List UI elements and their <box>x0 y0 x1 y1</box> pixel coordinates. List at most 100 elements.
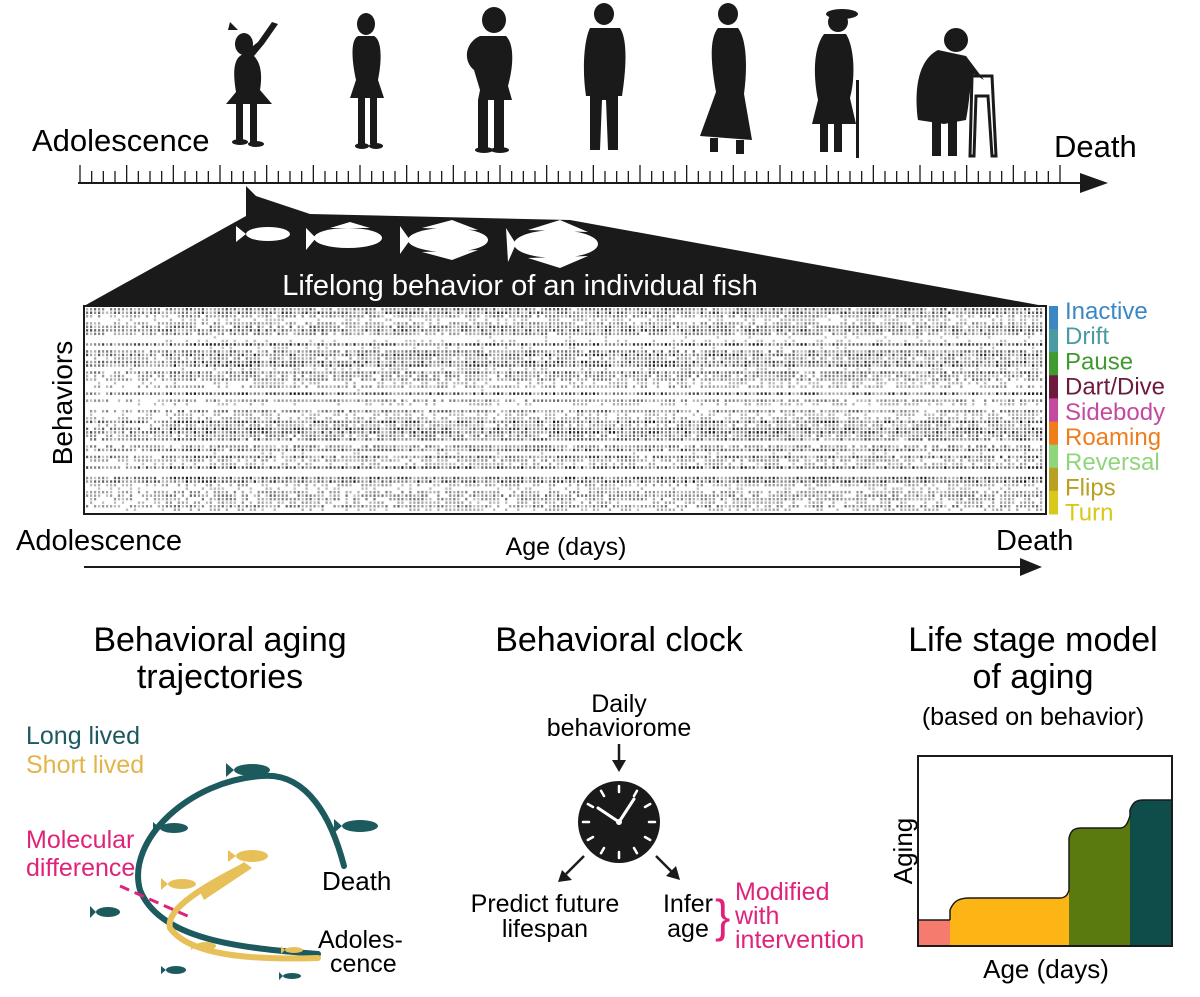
heatmap-cell <box>125 308 129 311</box>
heatmap-cell <box>401 353 404 357</box>
heatmap-cell <box>984 322 987 325</box>
heatmap-cell <box>453 353 456 357</box>
heatmap-cell <box>996 374 999 378</box>
heatmap-cell <box>473 374 476 378</box>
heatmap-cell <box>425 385 428 388</box>
heatmap-cell <box>565 371 568 374</box>
heatmap-cell <box>501 364 504 367</box>
heatmap-cell <box>668 350 671 353</box>
heatmap-cell <box>505 308 508 311</box>
heatmap-cell <box>980 322 983 325</box>
heatmap-cell <box>904 364 907 367</box>
heatmap-cell <box>457 378 460 381</box>
heatmap-cell <box>1016 364 1019 367</box>
heatmap-cell <box>680 367 683 371</box>
heatmap-cell <box>469 392 472 395</box>
heatmap-cell <box>261 322 264 325</box>
heatmap-cell <box>604 413 608 416</box>
heatmap-cell <box>928 399 931 402</box>
heatmap-cell <box>596 378 600 381</box>
heatmap-cell <box>533 399 536 402</box>
heatmap-cell <box>612 325 616 329</box>
heatmap-cell <box>956 381 959 385</box>
heatmap-cell <box>636 315 640 318</box>
heatmap-cell <box>421 350 424 353</box>
heatmap-cell <box>804 318 807 322</box>
heatmap-cell <box>636 350 640 353</box>
heatmap-cell <box>281 392 284 395</box>
heatmap-cell <box>581 329 584 332</box>
heatmap-cell <box>720 364 723 367</box>
heatmap-cell <box>237 410 240 413</box>
heatmap-cell <box>956 329 959 332</box>
heatmap-cell <box>325 374 328 378</box>
heatmap-cell <box>553 343 556 346</box>
heatmap-cell <box>860 392 863 395</box>
heatmap-cell <box>1020 374 1023 378</box>
heatmap-cell <box>700 343 703 346</box>
heatmap-cell <box>281 399 284 402</box>
heatmap-cell <box>86 311 89 314</box>
heatmap-cell <box>337 413 340 416</box>
heatmap-cell <box>94 360 97 364</box>
heatmap-cell <box>145 308 149 311</box>
heatmap-cell <box>225 381 228 385</box>
heatmap-cell <box>317 350 320 353</box>
heatmap-cell <box>117 371 121 374</box>
heatmap-cell <box>90 378 93 381</box>
heatmap-cell <box>824 308 827 311</box>
heatmap-cell <box>836 399 839 402</box>
heatmap-cell <box>213 311 216 314</box>
heatmap-cell <box>592 364 596 367</box>
heatmap-cell <box>676 381 679 385</box>
heatmap-cell <box>345 308 348 311</box>
heatmap-cell <box>201 343 204 346</box>
heatmap-cell <box>880 311 883 314</box>
heatmap-cell <box>529 325 532 329</box>
heatmap-cell <box>888 403 891 406</box>
heatmap-cell <box>541 308 544 311</box>
heatmap-cell <box>1040 350 1043 353</box>
heatmap-cell <box>892 318 895 322</box>
heatmap-cell <box>708 371 711 374</box>
heatmap-cell <box>972 371 975 374</box>
heatmap-cell <box>201 322 204 325</box>
heatmap-cell <box>433 410 436 413</box>
heatmap-cell <box>732 385 735 388</box>
heatmap-cell <box>313 357 316 360</box>
heatmap-cell <box>832 360 835 364</box>
heatmap-cell <box>820 392 823 395</box>
heatmap-cell <box>980 364 983 367</box>
heatmap-cell <box>672 399 675 402</box>
heatmap-cell <box>365 353 368 357</box>
heatmap-cell <box>433 353 436 357</box>
heatmap-cell <box>125 350 129 353</box>
heatmap-cell <box>1036 392 1039 395</box>
heatmap-cell <box>521 332 524 336</box>
heatmap-cell <box>165 371 168 374</box>
heatmap-cell <box>225 403 228 406</box>
heatmap-cell <box>1016 322 1019 325</box>
heatmap-cell <box>624 410 628 413</box>
heatmap-cell <box>868 410 871 413</box>
heatmap-cell <box>920 329 923 332</box>
heatmap-cell <box>940 336 943 339</box>
heatmap-cell <box>628 374 632 378</box>
heatmap-cell <box>640 385 643 388</box>
heatmap-cell <box>912 360 915 364</box>
heatmap-cell <box>792 350 795 353</box>
heatmap-cell <box>273 399 276 402</box>
heatmap-cell <box>840 322 843 325</box>
heatmap-cell <box>884 343 887 346</box>
heatmap-cell <box>928 325 931 329</box>
heatmap-cell <box>229 322 232 325</box>
heatmap-cell <box>820 399 823 402</box>
heatmap-cell <box>165 364 168 367</box>
heatmap-cell <box>680 308 683 311</box>
heatmap-cell <box>545 392 548 395</box>
heatmap-cell <box>477 399 480 402</box>
heatmap-cell <box>193 315 196 318</box>
heatmap-cell <box>277 311 280 314</box>
heatmap-cell <box>848 308 851 311</box>
heatmap-cell <box>90 332 93 336</box>
